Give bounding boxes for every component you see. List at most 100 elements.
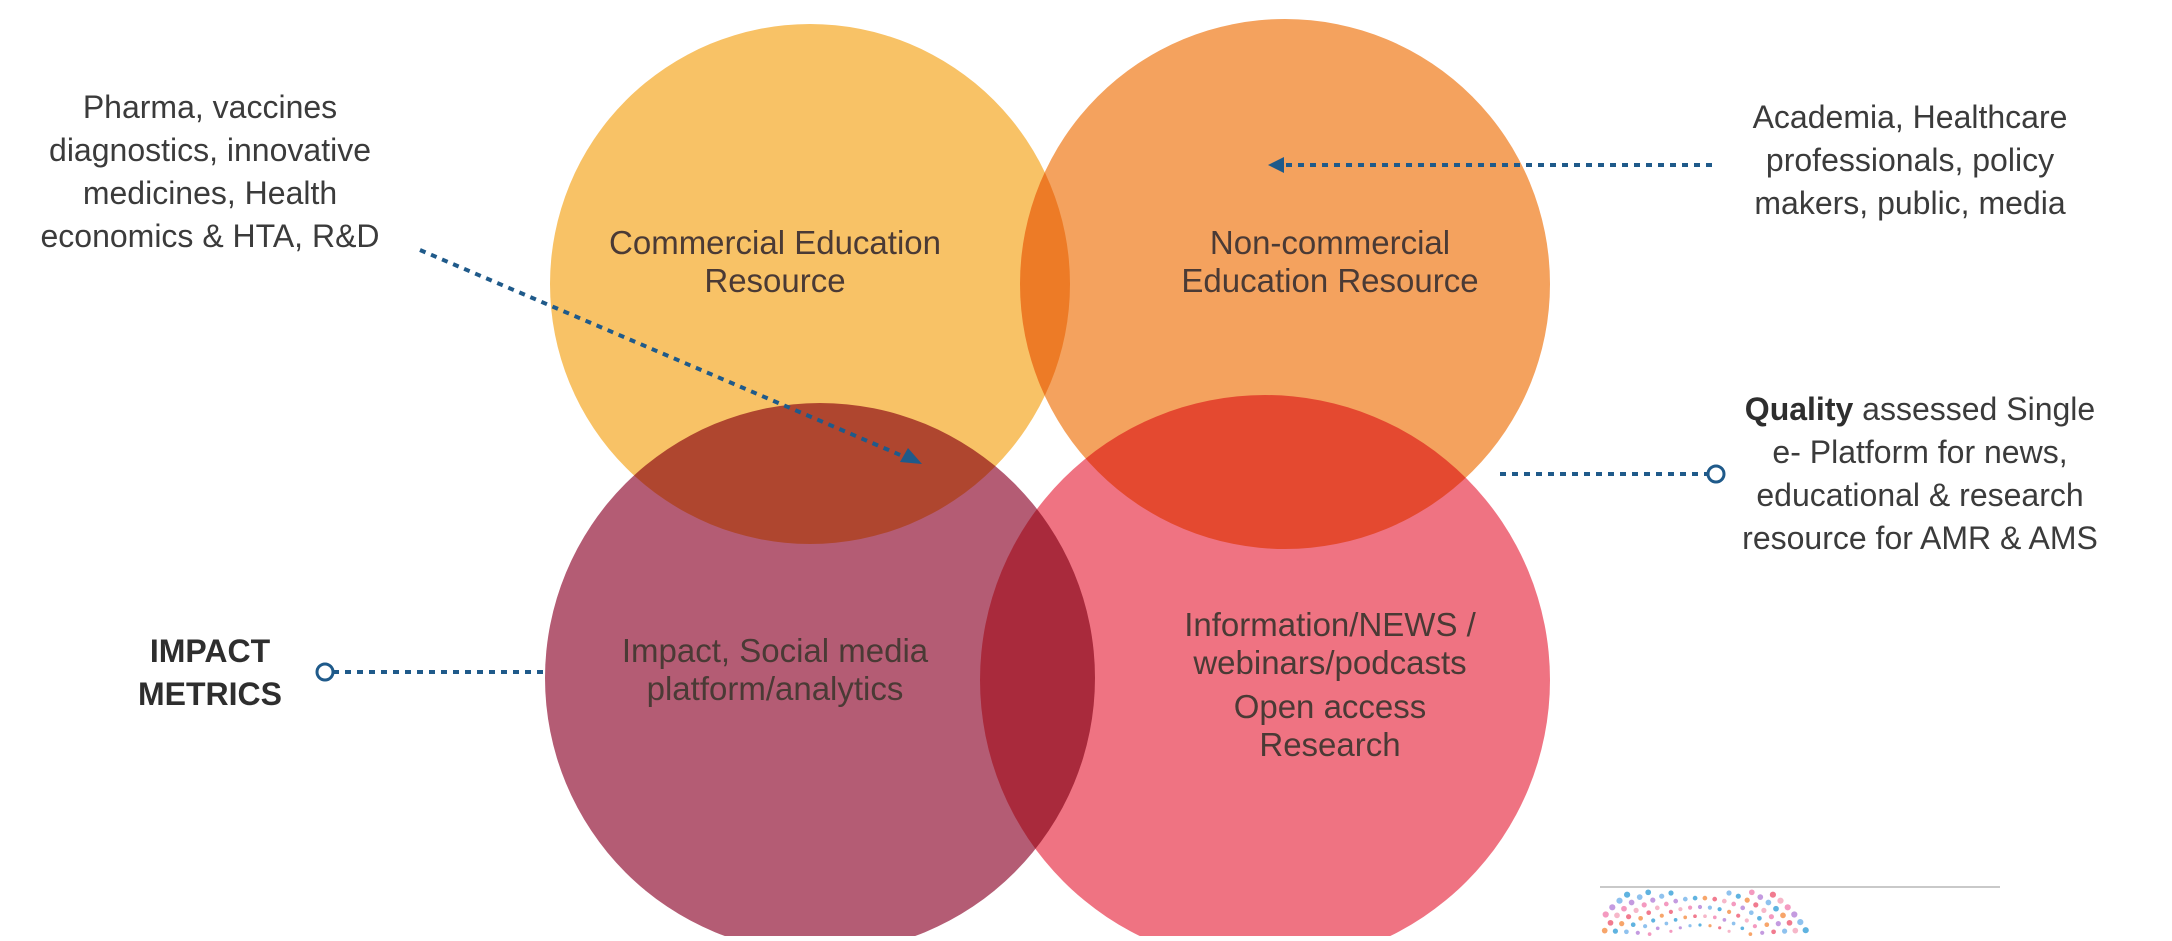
logo-dot <box>1740 905 1746 911</box>
logo-dot <box>1802 927 1809 934</box>
logo-dot <box>1668 890 1674 896</box>
logo-dot <box>1712 896 1718 902</box>
logo-dot <box>1703 914 1707 919</box>
logo-dot <box>1646 910 1652 916</box>
label-noncommercial: Non-commercial Education Resource <box>1110 224 1550 300</box>
logo-dot <box>1769 891 1776 898</box>
logo-dot <box>1698 923 1702 927</box>
annotation-academia: Academia, Healthcare professionals, poli… <box>1700 96 2120 225</box>
logo-dot <box>1692 895 1698 901</box>
logo-dot <box>1777 897 1784 904</box>
logo-dot <box>1697 904 1703 910</box>
logo-dot <box>1761 907 1767 913</box>
label-impact-line2: platform/analytics <box>646 670 904 707</box>
label-information-line1: Information/NEWS / <box>1184 606 1476 643</box>
label-commercial: Commercial Education Resource <box>560 224 990 300</box>
logo-dot <box>1786 919 1793 926</box>
logo-dot <box>1736 913 1741 918</box>
logo-dot <box>1673 918 1678 922</box>
logo-dot <box>1782 928 1788 934</box>
logo-dot <box>1773 905 1779 912</box>
annotation-academia-line: makers, public, media <box>1754 185 2066 221</box>
annotation-pharma-line: Pharma, vaccines <box>82 89 338 125</box>
logo-dot <box>1655 926 1660 931</box>
annotation-quality-bold: Quality <box>1744 391 1854 427</box>
logo-dot <box>1612 928 1618 934</box>
logo-dot <box>1647 932 1652 936</box>
logo-dot <box>1626 914 1632 920</box>
label-noncommercial-line2: Education Resource <box>1181 262 1479 299</box>
logo-dot <box>1643 924 1648 929</box>
logo-dot <box>1601 927 1608 934</box>
logo-dot <box>1792 927 1799 934</box>
label-commercial-line2: Resource <box>704 262 846 299</box>
label-impact: Impact, Social media platform/analytics <box>560 632 990 708</box>
logo-dot <box>1726 890 1732 896</box>
logo-dot <box>1780 912 1786 919</box>
logo-dot <box>1659 913 1664 918</box>
logo-dot <box>1722 918 1727 922</box>
annotation-academia-line: Academia, Healthcare <box>1752 99 2068 135</box>
annotation-academia-line: professionals, policy <box>1765 142 2055 178</box>
annotation-impact-line: METRICS <box>138 676 282 712</box>
logo-dot <box>1740 926 1745 931</box>
logo-dot <box>1731 921 1736 926</box>
logo-dot <box>1659 893 1665 899</box>
logo-dot <box>1607 919 1614 926</box>
logo-dot <box>1775 921 1781 927</box>
annotation-impact-line: IMPACT <box>149 633 271 669</box>
logo-graphic <box>1600 886 2000 936</box>
logo-dot <box>1650 897 1656 903</box>
logo-dot <box>1633 907 1639 913</box>
logo-dot <box>1669 929 1673 933</box>
logo-dot <box>1721 898 1727 904</box>
logo-dot <box>1744 897 1750 903</box>
circle-commercial <box>550 24 1070 544</box>
annotation-quality-rest: assessed Single <box>1853 391 2096 427</box>
logo-dot <box>1663 901 1669 907</box>
logo-dot <box>1727 909 1732 914</box>
logo-dot <box>1664 921 1669 926</box>
logo-dot <box>1630 922 1636 928</box>
label-impact-line1: Impact, Social media <box>621 632 929 669</box>
label-commercial-line1: Commercial Education <box>609 224 941 261</box>
connector-pharma <box>419 248 913 462</box>
annotation-pharma-line: medicines, Health <box>82 175 338 211</box>
arrowhead-pharma <box>900 448 922 464</box>
annotation-quality-line: educational & research <box>1756 477 2084 513</box>
logo-dot <box>1764 922 1770 928</box>
logo-dot <box>1760 930 1765 935</box>
annotation-quality-line: resource for AMR & AMS <box>1742 520 2098 556</box>
logo-dot <box>1757 915 1762 921</box>
logo-dot <box>1638 915 1643 921</box>
circle-noncommercial <box>1020 19 1550 549</box>
logo-dot <box>1712 915 1717 920</box>
logo-dot <box>1784 904 1791 911</box>
logo-dot <box>1651 918 1656 923</box>
logo-dot <box>1673 898 1679 904</box>
logo-dot <box>1693 914 1697 919</box>
circle-information <box>980 395 1550 941</box>
logo-dot <box>1748 910 1754 916</box>
logo-dot <box>1624 929 1629 935</box>
logo-dot <box>1688 905 1693 910</box>
arrowhead-academia <box>1268 157 1284 173</box>
logo-dot <box>1602 911 1609 918</box>
logo-dot <box>1707 905 1712 910</box>
logo-dot <box>1668 909 1673 914</box>
logo-dot <box>1682 896 1688 902</box>
annotation-pharma: Pharma, vaccines diagnostics, innovative… <box>0 86 420 258</box>
logo-dot <box>1771 929 1776 935</box>
logo-dot <box>1645 889 1652 896</box>
logo-dot <box>1654 905 1660 911</box>
logo-dot <box>1688 924 1692 928</box>
logo-dot <box>1678 926 1682 930</box>
logo-dot <box>1708 924 1712 928</box>
logo-dot <box>1768 914 1774 920</box>
logo <box>1600 885 2000 936</box>
logo-dot <box>1717 907 1722 912</box>
logo-dot <box>1635 930 1640 935</box>
logo-dot <box>1718 926 1722 930</box>
logo-dot <box>1614 912 1620 919</box>
